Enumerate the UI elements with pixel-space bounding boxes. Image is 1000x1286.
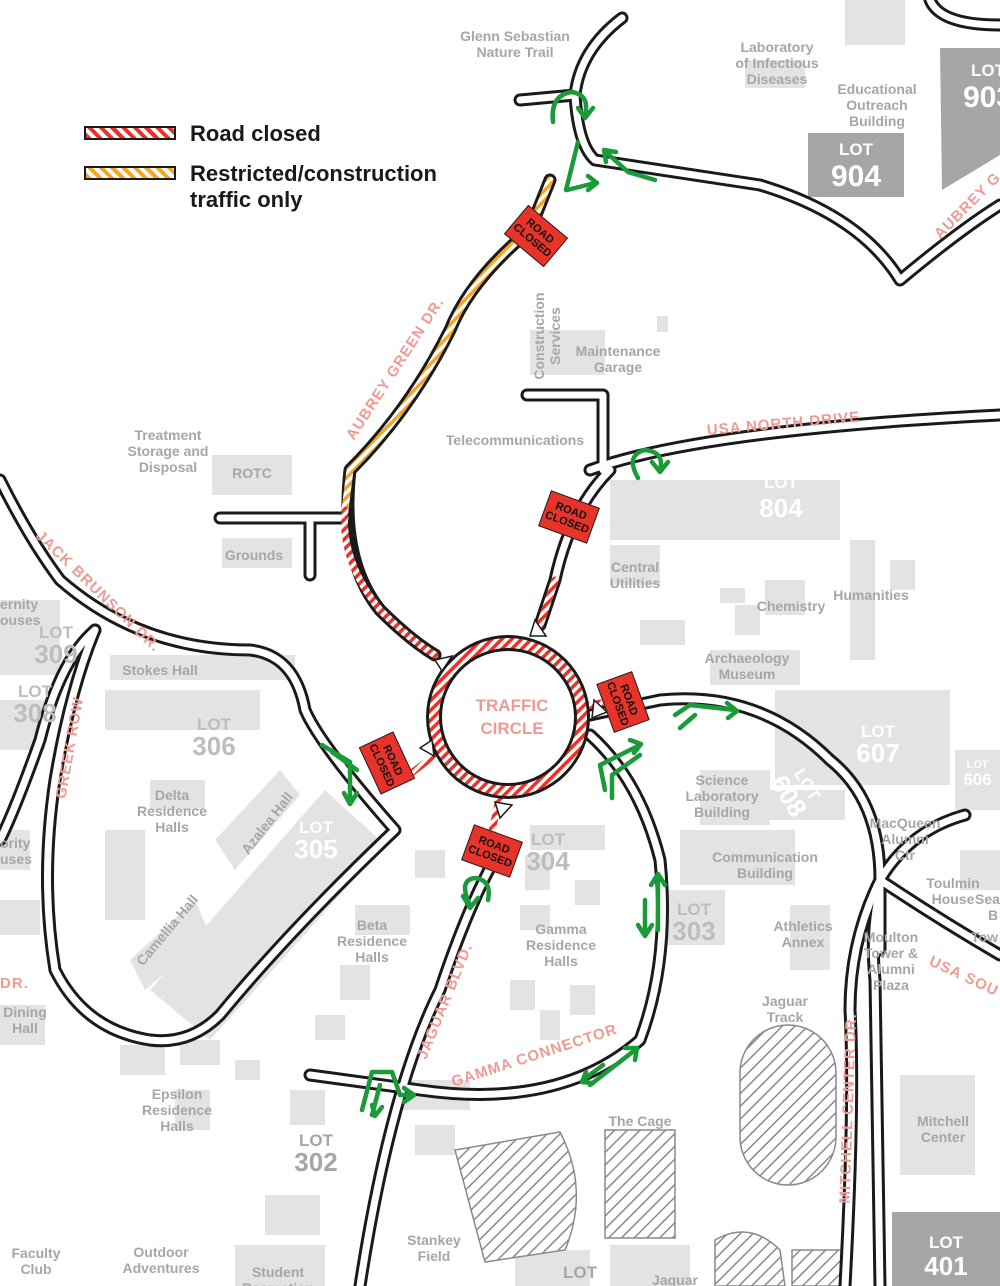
label-b: B [988, 907, 999, 923]
label-grounds: Grounds [224, 547, 284, 563]
lot-308: LOT 308 [0, 683, 70, 726]
label-chemistry: Chemistry [756, 598, 826, 614]
lot-bottom-word: LOT [563, 1263, 597, 1282]
legend-road-closed: Road closed [84, 121, 321, 147]
label-treatment-storage: Treatment Storage and Disposal [127, 427, 209, 475]
lot-303-number: 303 [672, 916, 716, 946]
lot-304-word: LOT [531, 830, 565, 849]
lot-306-word: LOT [197, 715, 231, 734]
label-dining-hall: Dining Hall [3, 1004, 47, 1036]
label-maintenance-garage: Maintenance Garage [575, 343, 661, 375]
lot-309: LOT 309 [18, 624, 94, 667]
label-stankey-field: Stankey Field [407, 1232, 461, 1264]
lot-606-number: 606 [963, 770, 992, 789]
lot-401-number: 401 [924, 1251, 968, 1281]
dark-lots [808, 48, 1000, 1286]
sports-fields [454, 1024, 843, 1286]
label-central-utilities: Central Utilities [609, 559, 661, 591]
road-closed-swatch [84, 126, 176, 140]
traffic-circle-label: TRAFFIC CIRCLE [475, 696, 549, 738]
label-lab-infectious-diseases: Laboratory of Infectious Diseases [735, 39, 819, 87]
lot-305-word: LOT [299, 818, 333, 837]
lot-804-number: 804 [759, 493, 803, 523]
label-outdoor-adventures: Outdoor Adventures [122, 1244, 200, 1276]
label-science-lab: Science Laboratory Building [685, 772, 759, 820]
lot-904: LOT 904 [818, 141, 894, 192]
label-educational-outreach: Educational Outreach Building [837, 81, 917, 129]
label-jaguar-track: Jaguar Track [762, 993, 808, 1025]
lot-306: LOT 306 [176, 716, 252, 759]
label-delta-halls: Delta Residence Halls [136, 787, 208, 835]
label-construction-services: Construction Services [531, 292, 563, 380]
lot-305-number: 305 [294, 834, 338, 864]
label-macqueen: MacQueen Alumni Ctr [869, 815, 941, 863]
lot-903-word: LOT [971, 61, 1000, 80]
label-the-cage: The Cage [608, 1113, 672, 1129]
lot-308-word: LOT [18, 682, 52, 701]
lot-309-number: 309 [34, 639, 78, 669]
lot-302-word: LOT [299, 1131, 333, 1150]
lot-304-number: 304 [526, 846, 570, 876]
label-glenn-sebastian: Glenn Sebastian Nature Trail [460, 28, 570, 60]
restricted-swatch [84, 166, 176, 180]
label-fraternity-houses: ernity ouses [0, 596, 41, 628]
lot-606: LOT 606 [955, 759, 1000, 789]
lot-804-word: LOT [764, 473, 798, 492]
lot-302: LOT 302 [278, 1132, 354, 1175]
lot-607-word: LOT [861, 722, 895, 741]
lot-401: LOT 401 [908, 1234, 984, 1279]
lot-303-word: LOT [677, 900, 711, 919]
label-mitchell-center: Mitchell Center [916, 1113, 970, 1145]
label-humanities: Humanities [833, 587, 909, 603]
lot-904-word: LOT [839, 140, 873, 159]
label-telecommunications: Telecommunications [445, 432, 585, 448]
label-student-recreation: Student Recreation [242, 1264, 314, 1286]
lot-804: LOT 804 [741, 474, 821, 521]
lot-904-number: 904 [830, 160, 882, 193]
label-sea: Sea [975, 891, 1000, 907]
label-sorority-houses: ority uses [0, 835, 32, 867]
label-epsilon-halls: Epsilon Residence Halls [141, 1086, 213, 1134]
label-stokes-hall: Stokes Hall [122, 662, 198, 678]
lot-bottom: LOT [548, 1264, 612, 1281]
label-faculty-club: Faculty Club [11, 1245, 61, 1277]
lot-303: LOT 303 [656, 901, 732, 944]
lot-306-number: 306 [192, 731, 236, 761]
lot-304: LOT 304 [510, 831, 586, 874]
lot-903-number: 903 [962, 81, 1000, 114]
lot-606-word: LOT [966, 759, 989, 771]
label-rotc: ROTC [232, 465, 272, 481]
lot-305: LOT 305 [278, 819, 354, 862]
lot-309-word: LOT [39, 623, 73, 642]
lot-607: LOT 607 [840, 723, 916, 766]
lot-308-number: 308 [13, 698, 57, 728]
legend-road-closed-text: Road closed [190, 121, 321, 146]
label-moulton: Moulton Tower & Alumni Plaza [863, 929, 919, 993]
label-archaeology-museum: Archaeology Museum [704, 650, 790, 682]
lot-903: LOT 903 [958, 62, 1000, 113]
label-beta-halls: Beta Residence Halls [336, 917, 408, 965]
label-toulmin: Toulmin House [926, 875, 980, 907]
legend-restricted-text: Restricted/construction traffic only [190, 161, 437, 212]
traffic-circle-ring [418, 618, 609, 820]
lot-302-number: 302 [294, 1147, 338, 1177]
label-gamma-halls: Gamma Residence Halls [525, 921, 597, 969]
lot-401-word: LOT [929, 1233, 963, 1252]
label-communication-building: Communication Building [712, 849, 818, 881]
road-dr-west: DR. [0, 975, 29, 992]
label-jaguar-bottom: Jaguar [652, 1272, 698, 1286]
legend-restricted: Restricted/construction traffic only [84, 161, 437, 213]
detour-arrows [319, 89, 740, 1119]
lot-607-number: 607 [856, 738, 900, 768]
label-tow: Tow [971, 929, 998, 945]
label-athletics-annex: Athletics Annex [773, 918, 833, 950]
